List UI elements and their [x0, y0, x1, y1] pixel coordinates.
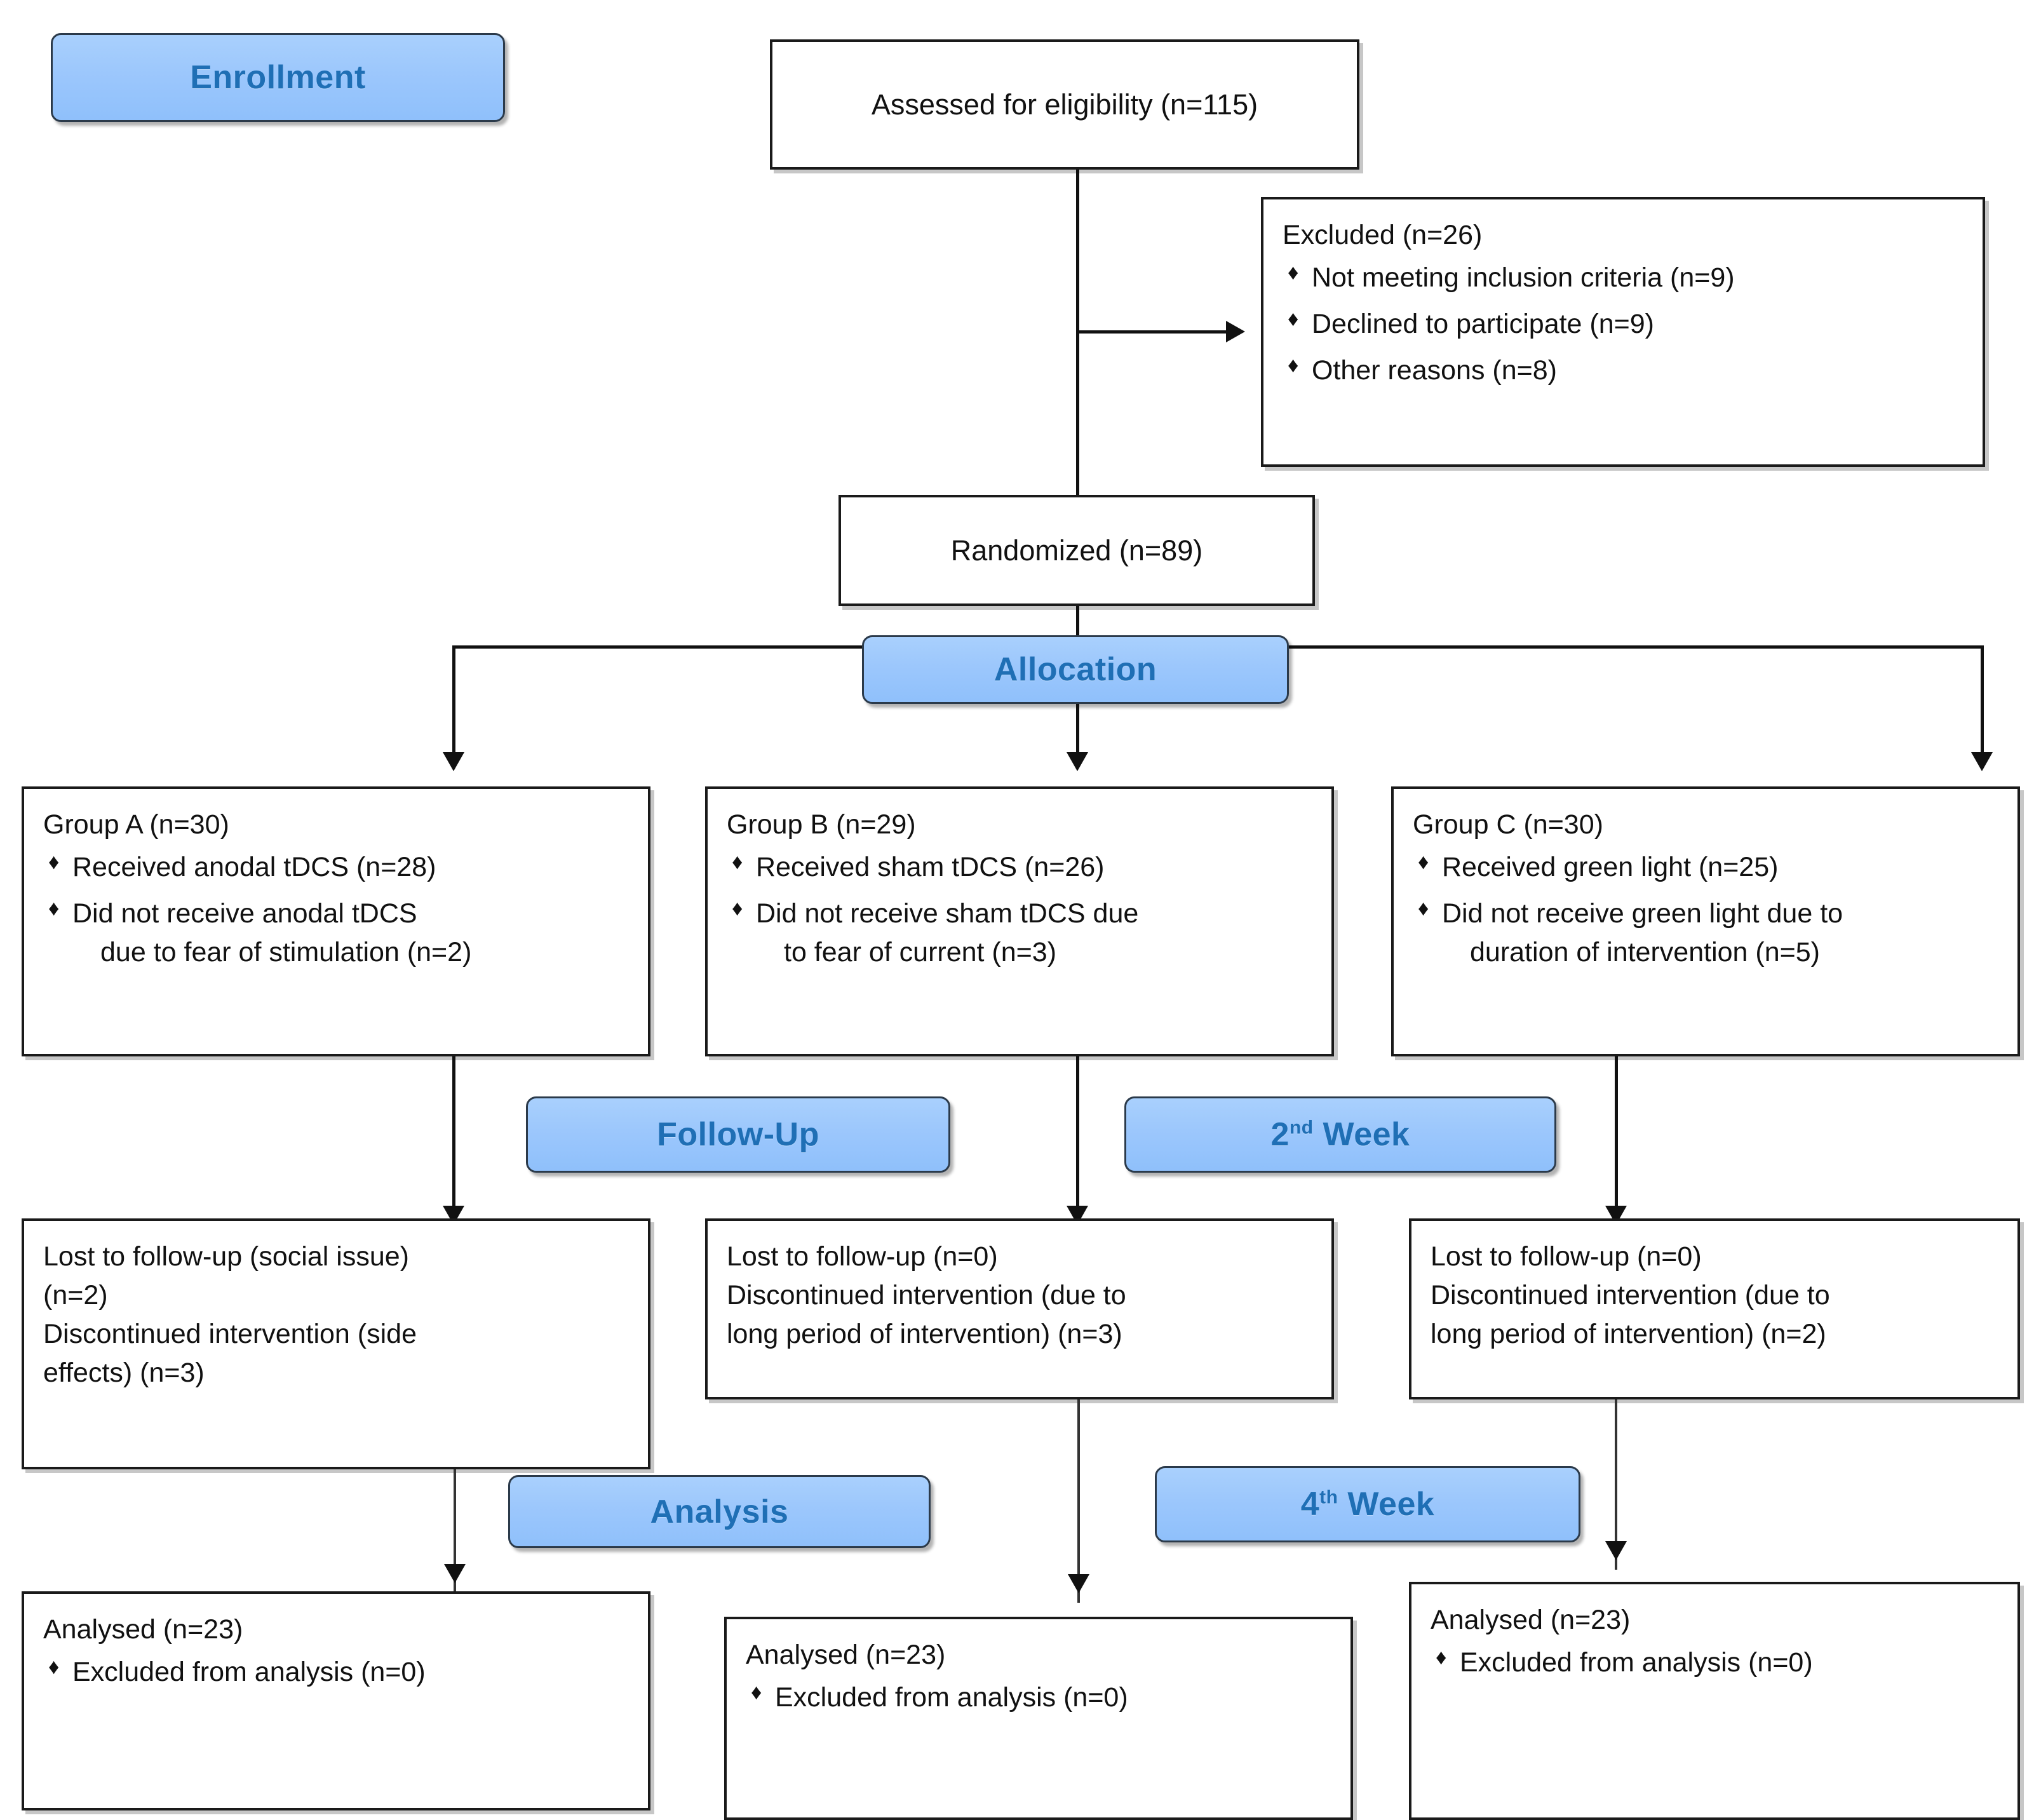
node-group-c-title: Group C (n=30) — [1413, 809, 1603, 840]
list-item: Received anodal tDCS (n=28) — [43, 847, 631, 887]
stage-badge-analysis-label: Analysis — [650, 1493, 789, 1530]
connector-followup-c-to-analysed-c — [1615, 1399, 1617, 1570]
connector-allocation-to-group-c — [1981, 645, 1984, 756]
node-group-b-list: Received sham tDCS (n=26) Did not receiv… — [727, 847, 1315, 972]
node-group-a-list: Received anodal tDCS (n=28) Did not rece… — [43, 847, 631, 972]
connector-group-c-to-followup-c — [1615, 1056, 1618, 1211]
list-item: Excluded from analysis (n=0) — [43, 1652, 631, 1692]
connector-allocation-to-group-b — [1076, 704, 1079, 756]
node-followup-b-line-2: Discontinued intervention (due to — [727, 1280, 1126, 1311]
node-analysed-c-list: Excluded from analysis (n=0) — [1431, 1642, 2001, 1682]
arrow-to-group-b-icon — [1067, 752, 1088, 771]
node-group-b: Group B (n=29) Received sham tDCS (n=26)… — [705, 786, 1334, 1056]
stage-badge-allocation: Allocation — [862, 635, 1289, 704]
node-assessed-label: Assessed for eligibility (n=115) — [871, 88, 1258, 121]
stage-badge-week-2-label: 2nd Week — [1270, 1116, 1410, 1153]
connector-allocation-to-group-a — [452, 645, 455, 756]
connector-followup-a-to-analysed-a — [454, 1469, 456, 1593]
stage-badge-analysis: Analysis — [508, 1475, 931, 1548]
node-randomized-label: Randomized (n=89) — [950, 534, 1203, 567]
node-analysed-b-list: Excluded from analysis (n=0) — [746, 1677, 1334, 1717]
node-group-c: Group C (n=30) Received green light (n=2… — [1391, 786, 2020, 1056]
connector-assessed-to-excluded — [1076, 330, 1229, 334]
list-item: Did not receive green light due to durat… — [1413, 893, 2001, 972]
node-analysed-a: Analysed (n=23) Excluded from analysis (… — [22, 1591, 650, 1810]
stage-badge-enrollment: Enrollment — [51, 33, 505, 122]
node-followup-b: Lost to follow-up (n=0) Discontinued int… — [705, 1218, 1334, 1399]
list-item: Received sham tDCS (n=26) — [727, 847, 1315, 887]
arrow-to-group-c-icon — [1971, 752, 1993, 771]
node-assessed-for-eligibility: Assessed for eligibility (n=115) — [770, 39, 1359, 170]
node-excluded-list: Not meeting inclusion criteria (n=9) Dec… — [1283, 257, 1966, 390]
list-item: Received green light (n=25) — [1413, 847, 2001, 887]
connector-allocation-bar-left — [452, 645, 865, 649]
node-analysed-a-title: Analysed (n=23) — [43, 1614, 243, 1645]
node-analysed-c-title: Analysed (n=23) — [1431, 1605, 1631, 1635]
stage-badge-week-4: 4th Week — [1155, 1466, 1580, 1542]
node-group-b-title: Group B (n=29) — [727, 809, 916, 840]
stage-badge-enrollment-label: Enrollment — [190, 59, 366, 96]
node-analysed-a-list: Excluded from analysis (n=0) — [43, 1652, 631, 1692]
list-item: Not meeting inclusion criteria (n=9) — [1283, 257, 1966, 297]
node-randomized: Randomized (n=89) — [839, 495, 1315, 606]
connector-group-b-to-followup-b — [1076, 1056, 1079, 1211]
node-followup-a: Lost to follow-up (social issue) (n=2) D… — [22, 1218, 650, 1469]
list-item: Did not receive anodal tDCS due to fear … — [43, 893, 631, 972]
stage-badge-week-4-label: 4th Week — [1300, 1486, 1435, 1523]
node-followup-a-line-2: (n=2) — [43, 1280, 108, 1311]
node-group-c-list: Received green light (n=25) Did not rece… — [1413, 847, 2001, 972]
node-followup-c-line-2: Discontinued intervention (due to — [1431, 1280, 1830, 1311]
stage-badge-week-2: 2nd Week — [1124, 1096, 1556, 1173]
arrow-to-analysed-a-icon — [444, 1564, 466, 1583]
list-item: Other reasons (n=8) — [1283, 350, 1966, 390]
arrow-to-excluded-icon — [1226, 321, 1245, 342]
list-item: Did not receive sham tDCS due to fear of… — [727, 893, 1315, 972]
node-followup-a-line-1: Lost to follow-up (social issue) — [43, 1241, 409, 1272]
node-followup-b-line-3: long period of intervention) (n=3) — [727, 1319, 1122, 1350]
node-analysed-b-title: Analysed (n=23) — [746, 1640, 946, 1670]
stage-badge-follow-up: Follow-Up — [526, 1096, 950, 1173]
connector-group-a-to-followup-a — [452, 1056, 455, 1211]
connector-followup-b-to-analysed-b — [1077, 1399, 1080, 1603]
node-group-a: Group A (n=30) Received anodal tDCS (n=2… — [22, 786, 650, 1056]
stage-badge-follow-up-label: Follow-Up — [657, 1116, 819, 1153]
node-followup-c-line-3: long period of intervention) (n=2) — [1431, 1319, 1826, 1350]
connector-randomized-to-allocation — [1076, 606, 1079, 647]
node-followup-c-line-1: Lost to follow-up (n=0) — [1431, 1241, 1702, 1272]
connector-allocation-bar-right — [1284, 645, 1982, 649]
arrow-to-analysed-c-icon — [1605, 1541, 1627, 1560]
arrow-to-group-a-icon — [443, 752, 464, 771]
arrow-to-analysed-b-icon — [1068, 1574, 1089, 1593]
node-group-a-title: Group A (n=30) — [43, 809, 229, 840]
list-item: Declined to participate (n=9) — [1283, 304, 1966, 344]
node-followup-a-line-3: Discontinued intervention (side — [43, 1319, 417, 1350]
list-item: Excluded from analysis (n=0) — [1431, 1642, 2001, 1682]
stage-badge-allocation-label: Allocation — [993, 651, 1157, 688]
node-excluded-title: Excluded (n=26) — [1283, 220, 1483, 250]
node-analysed-c: Analysed (n=23) Excluded from analysis (… — [1409, 1582, 2020, 1820]
node-analysed-b: Analysed (n=23) Excluded from analysis (… — [724, 1617, 1353, 1820]
node-excluded: Excluded (n=26) Not meeting inclusion cr… — [1261, 197, 1985, 467]
node-followup-b-line-1: Lost to follow-up (n=0) — [727, 1241, 998, 1272]
node-followup-a-line-4: effects) (n=3) — [43, 1358, 205, 1389]
node-followup-c: Lost to follow-up (n=0) Discontinued int… — [1409, 1218, 2020, 1399]
list-item: Excluded from analysis (n=0) — [746, 1677, 1334, 1717]
